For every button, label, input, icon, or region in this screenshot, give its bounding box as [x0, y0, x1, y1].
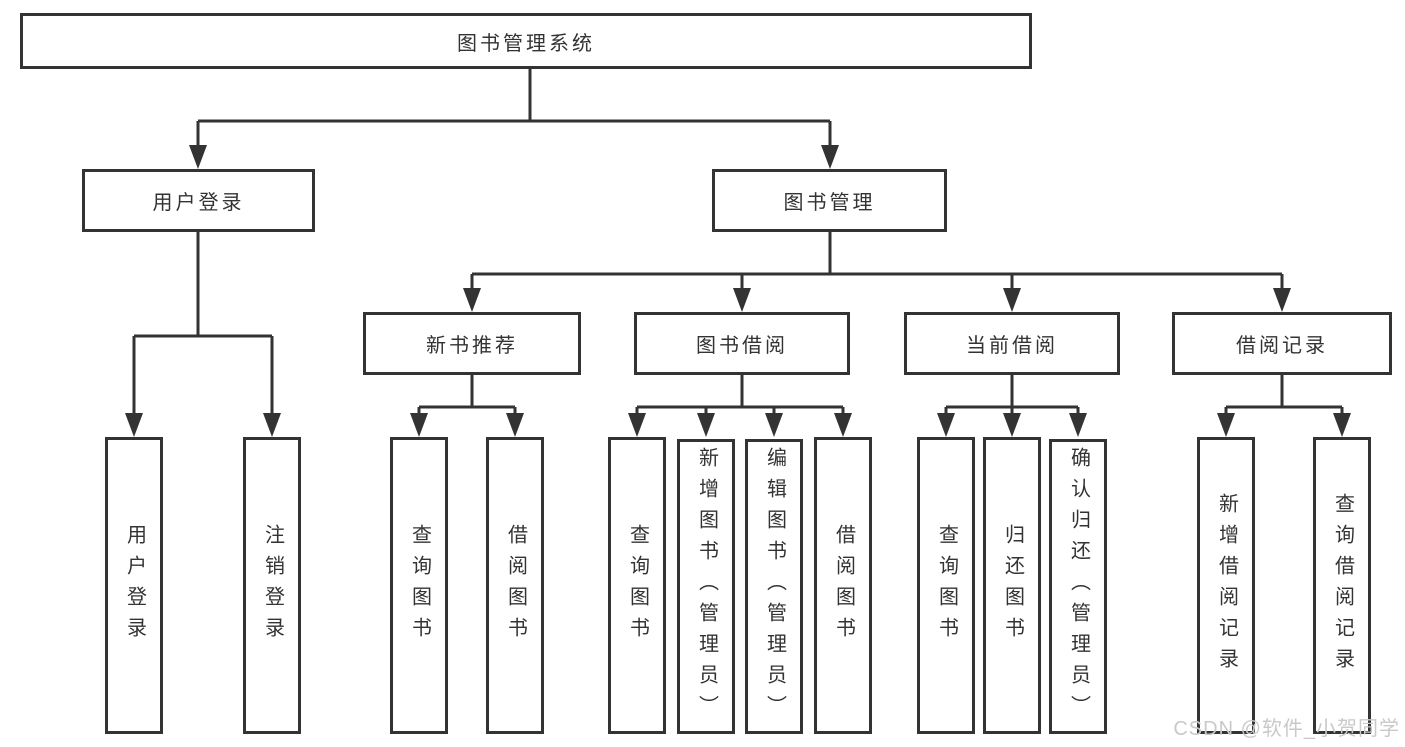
connector-current-borrow-branch — [937, 375, 1087, 437]
node-label: 新书推荐 — [426, 335, 518, 357]
leaf-add-book-admin: 新增图书（管理员） — [677, 439, 735, 734]
connector-new-book-recommend-branch — [410, 375, 524, 437]
node-label: 编辑图书（管理员） — [763, 447, 786, 726]
connector-book-borrow-branch — [628, 375, 852, 437]
leaf-borrow-query-book: 查询图书 — [608, 437, 666, 734]
leaf-logout: 注销登录 — [243, 437, 301, 734]
leaf-borrow-book: 借阅图书 — [814, 437, 872, 734]
node-label: 查询图书 — [408, 523, 431, 648]
node-label: 图书管理 — [783, 192, 876, 214]
node-label: 确认归还（管理员） — [1067, 447, 1090, 726]
node-current-borrow: 当前借阅 — [904, 312, 1120, 375]
leaf-return-book: 归还图书 — [983, 437, 1041, 734]
node-label: 图书管理系统 — [457, 32, 595, 55]
connector-borrow-records-branch — [1217, 375, 1351, 437]
node-label: 新增图书（管理员） — [695, 447, 718, 726]
leaf-current-query-book: 查询图书 — [917, 437, 975, 734]
node-label: 注销登录 — [261, 523, 284, 648]
node-label: 当前借阅 — [966, 335, 1058, 357]
node-label: 用户登录 — [123, 523, 146, 648]
node-label: 借阅记录 — [1236, 335, 1328, 357]
leaf-recommend-borrow-book: 借阅图书 — [486, 437, 544, 734]
leaf-query-borrow-record: 查询借阅记录 — [1313, 437, 1371, 734]
node-borrow-records: 借阅记录 — [1172, 312, 1392, 375]
node-label: 借阅图书 — [832, 523, 855, 648]
leaf-add-borrow-record: 新增借阅记录 — [1197, 437, 1255, 734]
node-label: 借阅图书 — [504, 523, 527, 648]
node-label: 查询借阅记录 — [1331, 492, 1354, 679]
node-book-management: 图书管理 — [712, 169, 947, 232]
node-book-borrow: 图书借阅 — [634, 312, 850, 375]
node-new-book-recommend: 新书推荐 — [363, 312, 581, 375]
leaf-recommend-query-book: 查询图书 — [390, 437, 448, 734]
leaf-edit-book-admin: 编辑图书（管理员） — [745, 439, 803, 734]
node-label: 归还图书 — [1001, 523, 1024, 648]
leaf-user-login: 用户登录 — [105, 437, 163, 734]
connector-user-login-branch — [125, 232, 281, 437]
node-label: 新增借阅记录 — [1215, 492, 1238, 679]
connector-book-management-branch — [463, 232, 1291, 312]
node-label: 用户登录 — [152, 192, 245, 214]
node-system-root: 图书管理系统 — [20, 13, 1032, 69]
leaf-confirm-return-admin: 确认归还（管理员） — [1049, 439, 1107, 734]
node-label: 查询图书 — [935, 523, 958, 648]
node-user-login: 用户登录 — [82, 169, 315, 232]
node-label: 查询图书 — [626, 523, 649, 648]
connector-root-branch — [189, 69, 839, 169]
watermark: CSDN @软件_小贺同学 — [1173, 718, 1400, 740]
node-label: 图书借阅 — [696, 335, 788, 357]
